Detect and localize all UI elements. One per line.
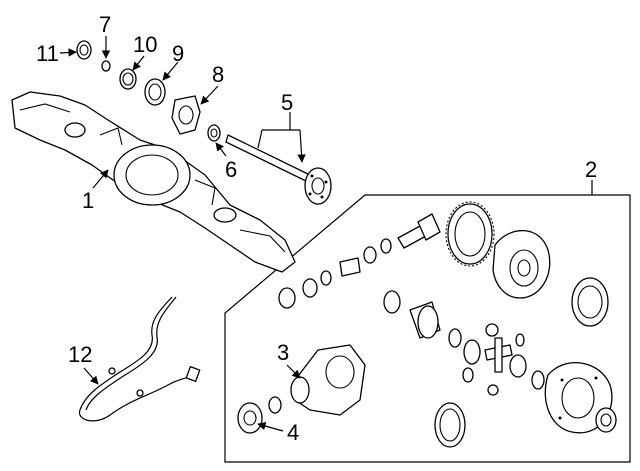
pinion-gear bbox=[397, 213, 441, 249]
callout-1: 1 bbox=[82, 188, 94, 213]
part-4-companion-flange bbox=[237, 396, 282, 434]
callout-12: 12 bbox=[68, 342, 92, 367]
abs-sensor-harness bbox=[78, 296, 201, 422]
leader-11 bbox=[59, 48, 77, 57]
callout-4: 4 bbox=[287, 420, 299, 445]
callout-8: 8 bbox=[212, 62, 224, 87]
leader-8 bbox=[200, 85, 219, 105]
part-7-snap-ring bbox=[101, 60, 111, 72]
side-and-spider-gears bbox=[462, 323, 545, 396]
part-11-seal bbox=[76, 40, 92, 60]
differential-inset-frame bbox=[224, 194, 631, 463]
carrier-bearings bbox=[383, 277, 609, 348]
leader-5 bbox=[257, 112, 302, 162]
cover-gasket bbox=[434, 402, 466, 448]
part-5-axle-shaft bbox=[225, 134, 332, 205]
leader-12 bbox=[83, 367, 99, 385]
part-8-retainer-plate bbox=[171, 95, 201, 135]
part-9-bearing bbox=[144, 78, 166, 106]
callout-2: 2 bbox=[585, 157, 597, 182]
leader-4 bbox=[257, 421, 284, 432]
part-10-retainer bbox=[119, 68, 137, 90]
callout-11: 11 bbox=[36, 41, 59, 66]
callout-10: 10 bbox=[133, 32, 157, 57]
part-3-carrier-housing bbox=[290, 344, 366, 416]
axle-housing bbox=[11, 91, 296, 273]
leader-10 bbox=[132, 55, 145, 71]
leader-9 bbox=[162, 61, 179, 81]
callout-7: 7 bbox=[99, 12, 111, 37]
callout-5: 5 bbox=[281, 90, 293, 115]
callout-9: 9 bbox=[172, 41, 184, 66]
pinion-shims-and-bearings bbox=[278, 238, 392, 309]
differential-cover bbox=[544, 362, 613, 434]
leader-1 bbox=[92, 169, 109, 189]
leader-6 bbox=[215, 142, 227, 157]
callout-3: 3 bbox=[277, 340, 289, 365]
differential-case bbox=[492, 229, 551, 299]
part-6-seal bbox=[207, 124, 221, 142]
callout-6: 6 bbox=[225, 157, 237, 182]
ring-gear bbox=[445, 201, 495, 267]
leader-3 bbox=[286, 364, 301, 379]
axle-seal-ring bbox=[595, 407, 617, 433]
